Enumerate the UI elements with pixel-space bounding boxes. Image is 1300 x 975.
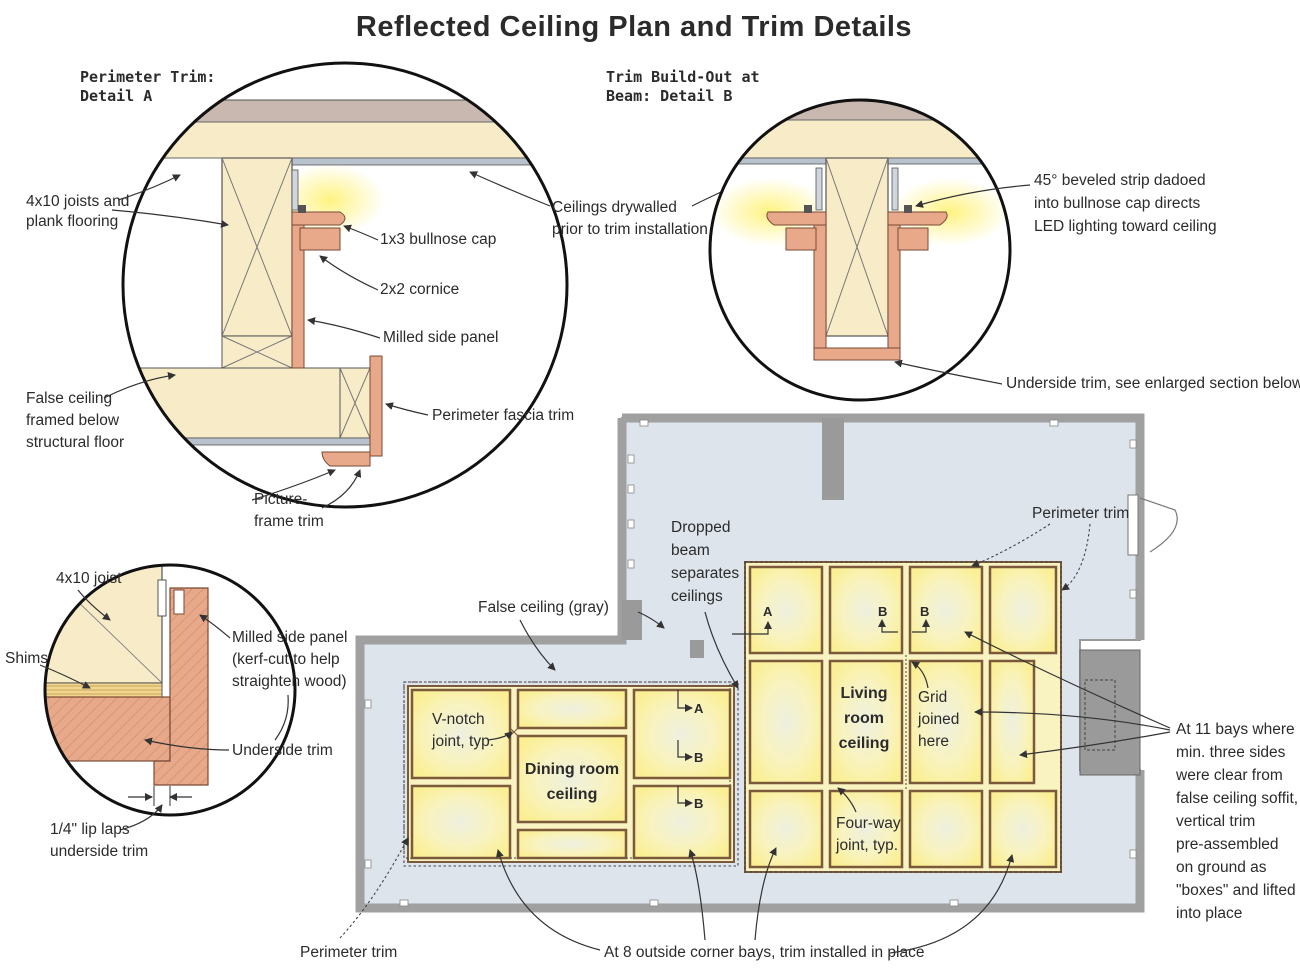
label-false-ceiling-1: False ceiling <box>26 390 112 407</box>
label-dining-2: ceiling <box>547 786 598 803</box>
label-drywalled-2: prior to trim installation <box>552 221 708 238</box>
label-eleven-9: into place <box>1176 905 1242 922</box>
label-lip-1: 1/4" lip laps <box>50 821 130 838</box>
label-underside-trim-b: Underside trim, see enlarged section bel… <box>1006 375 1300 392</box>
label-vnotch-2: joint, typ. <box>431 733 494 750</box>
label-fascia: Perimeter fascia trim <box>432 407 574 424</box>
label-grid-3: here <box>918 733 949 750</box>
ref-a-living: A <box>763 604 773 619</box>
label-bullnose: 1x3 bullnose cap <box>380 231 496 248</box>
label-eleven-1: At 11 bays where <box>1176 721 1295 738</box>
ceiling-plan: A B B A B B Dropped beam separates ceili… <box>300 413 1298 961</box>
ref-b-living-2: B <box>920 604 929 619</box>
label-joists-2: plank flooring <box>26 213 118 230</box>
detail-b-heading-1: Trim Build-Out at <box>606 68 760 86</box>
label-eleven-2: min. three sides <box>1176 744 1286 761</box>
ref-b-living-1: B <box>878 604 887 619</box>
label-lip-2: underside trim <box>50 843 148 860</box>
label-beveled-2: into bullnose cap directs <box>1034 195 1201 212</box>
detail-a-heading-1: Perimeter Trim: <box>80 68 215 86</box>
detail-b-circle <box>708 98 1012 402</box>
label-living-2: room <box>844 710 884 727</box>
label-beveled-3: LED lighting toward ceiling <box>1034 218 1217 235</box>
label-perimeter-bottom: Perimeter trim <box>300 944 397 961</box>
detail-a-heading-2: Detail A <box>80 87 152 105</box>
label-false-ceiling-gray: False ceiling (gray) <box>478 599 609 616</box>
enlarged-circle <box>43 563 297 817</box>
fireplace <box>1079 649 1141 776</box>
label-milled: Milled side panel <box>383 329 498 346</box>
label-dining-1: Dining room <box>525 761 619 778</box>
label-grid-2: joined <box>917 711 959 728</box>
label-vnotch-1: V-notch <box>432 711 485 728</box>
label-grid-1: Grid <box>918 689 947 706</box>
label-corner-bays: At 8 outside corner bays, trim installed… <box>604 944 925 961</box>
chimney-column <box>822 418 844 500</box>
label-shims: Shims <box>5 650 48 667</box>
perimeter-fascia <box>369 355 383 457</box>
label-picture-frame-1: Picture- <box>254 491 307 508</box>
detail-b: Trim Build-Out at Beam: Detail B <box>606 68 1300 402</box>
label-enlarged-joist: 4x10 joist <box>56 570 122 587</box>
label-false-ceiling-3: structural floor <box>26 434 124 451</box>
plank-flooring <box>123 99 567 123</box>
label-dropped-3: separates <box>671 565 739 582</box>
label-picture-frame-2: frame trim <box>254 513 324 530</box>
label-eleven-6: pre-assembled <box>1176 836 1279 853</box>
label-perimeter-top: Perimeter trim <box>1032 505 1129 522</box>
label-eleven-8: "boxes" and lifted <box>1176 882 1296 899</box>
living-bays <box>748 565 1058 869</box>
ref-b-dining-2: B <box>694 796 703 811</box>
label-dropped-1: Dropped <box>671 519 730 536</box>
label-living-3: ceiling <box>839 735 890 752</box>
label-drywalled-1: Ceilings drywalled <box>552 199 677 216</box>
dining-bays <box>410 688 732 860</box>
enlarged-section: 4x10 joist Shims Milled side panel (kerf… <box>5 563 347 860</box>
ref-a-dining: A <box>694 701 704 716</box>
label-joists-1: 4x10 joists and <box>26 193 129 210</box>
shims <box>45 682 163 698</box>
door-swing <box>1139 497 1178 553</box>
label-eleven-7: on ground as <box>1176 859 1267 876</box>
enlarged-underside-trim <box>45 696 171 762</box>
label-fourway-1: Four-way <box>836 815 901 832</box>
label-dropped-2: beam <box>671 542 710 559</box>
label-enlarged-underside: Underside trim <box>232 742 333 759</box>
detail-b-heading-2: Beam: Detail B <box>606 87 732 105</box>
label-eleven-4: false ceiling soffit, <box>1176 790 1298 807</box>
label-enlarged-milled-2: (kerf-cut to help <box>232 651 340 668</box>
label-false-ceiling-2: framed below <box>26 412 120 429</box>
false-ceiling-frame <box>123 367 371 439</box>
bullnose-cap <box>291 211 346 226</box>
label-enlarged-milled-3: straighten wood) <box>232 673 347 690</box>
label-fourway-2: joint, typ. <box>835 837 898 854</box>
enlarged-milled-panel <box>153 587 209 786</box>
label-dropped-4: ceilings <box>671 588 723 605</box>
detail-a-circle <box>121 61 569 509</box>
ref-b-dining-1: B <box>694 750 703 765</box>
section-markers: A B B A B B <box>677 604 930 811</box>
cornice <box>299 227 341 251</box>
label-eleven-3: were clear from <box>1175 767 1283 784</box>
label-eleven-5: vertical trim <box>1176 813 1255 830</box>
label-beveled-1: 45° beveled strip dadoed <box>1034 172 1206 189</box>
drywall-ceiling <box>291 157 567 166</box>
label-cornice: 2x2 cornice <box>380 281 459 298</box>
label-enlarged-milled-1: Milled side panel <box>232 629 347 646</box>
label-living-1: Living <box>840 685 887 702</box>
detail-a: Perimeter Trim: Detail A <box>26 61 574 530</box>
diagram-title: Reflected Ceiling Plan and Trim Details <box>356 11 912 43</box>
picture-frame-trim <box>321 451 371 467</box>
